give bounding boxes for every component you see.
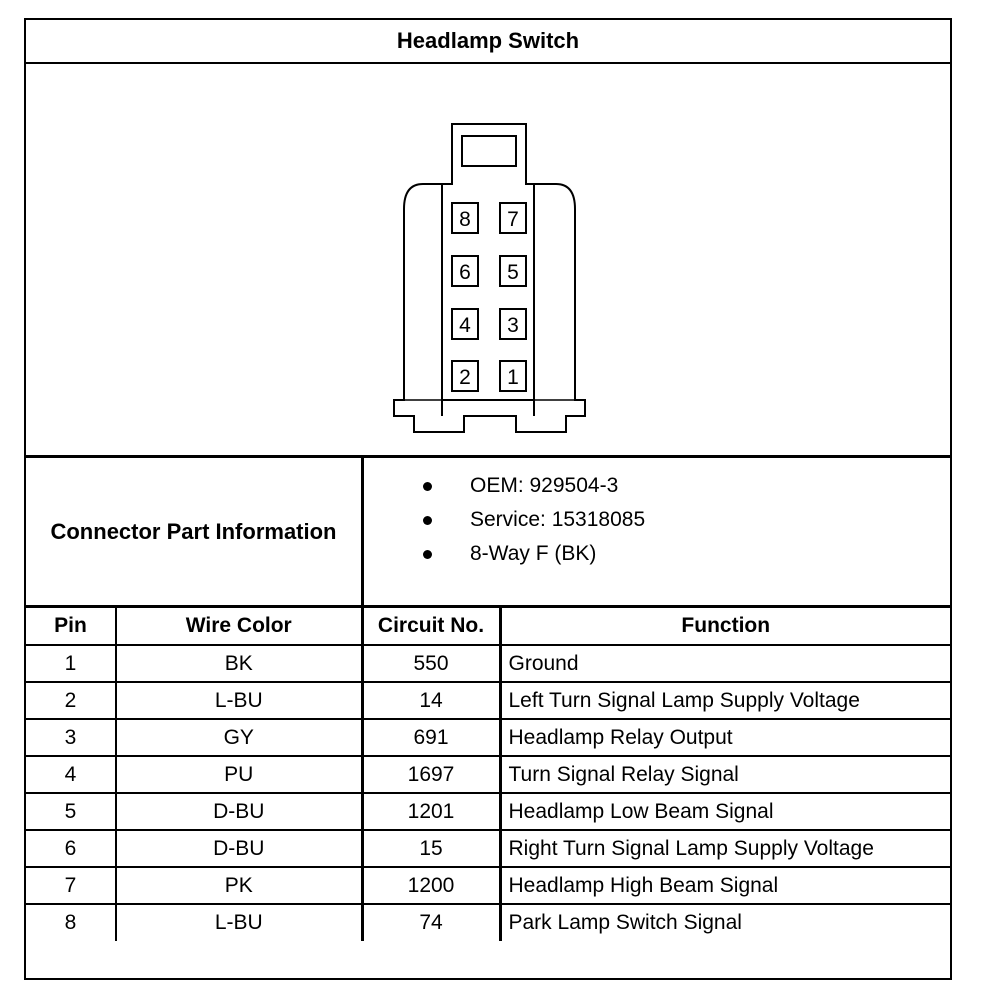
cell-wire-color: L-BU <box>115 681 364 720</box>
header-circuit-no: Circuit No. <box>361 608 502 646</box>
cell-pin: 3 <box>26 718 117 757</box>
part-info-list: OEM: 929504-3 Service: 15318085 8-Way F … <box>364 458 950 605</box>
cell-pin: 2 <box>26 681 117 720</box>
table-row: 5 D-BU 1201 Headlamp Low Beam Signal <box>26 792 950 831</box>
pin-cavity-7: 7 <box>499 202 527 234</box>
cell-circuit-no: 691 <box>361 718 502 757</box>
cell-function: Turn Signal Relay Signal <box>499 755 950 794</box>
table-row: 8 L-BU 74 Park Lamp Switch Signal <box>26 903 950 941</box>
pin-cavity-6: 6 <box>451 255 479 287</box>
svg-text:2: 2 <box>459 366 471 389</box>
cell-pin: 7 <box>26 866 117 905</box>
connector-diagram-area: 8 7 6 5 4 3 2 <box>26 64 950 458</box>
cell-circuit-no: 14 <box>361 681 502 720</box>
table-row: 3 GY 691 Headlamp Relay Output <box>26 718 950 757</box>
svg-text:7: 7 <box>507 208 519 231</box>
table-row: 6 D-BU 15 Right Turn Signal Lamp Supply … <box>26 829 950 868</box>
part-info-item: OEM: 929504-3 <box>364 469 950 503</box>
header-function: Function <box>499 608 950 646</box>
latch-window <box>461 135 517 167</box>
cell-circuit-no: 15 <box>361 829 502 868</box>
part-info-item: 8-Way F (BK) <box>364 537 950 571</box>
pin-cavity-2: 2 <box>451 360 479 392</box>
cell-function: Headlamp Low Beam Signal <box>499 792 950 831</box>
cell-circuit-no: 1200 <box>361 866 502 905</box>
connector-diagram: 8 7 6 5 4 3 2 <box>393 123 586 433</box>
bullet-icon <box>423 550 432 559</box>
pin-cavity-3: 3 <box>499 308 527 340</box>
svg-text:6: 6 <box>459 261 471 284</box>
sheet-title: Headlamp Switch <box>26 20 950 64</box>
connector-body-outline <box>393 123 586 433</box>
cell-function: Park Lamp Switch Signal <box>499 903 950 941</box>
table-row: 1 BK 550 Ground <box>26 644 950 683</box>
pin-cavity-1: 1 <box>499 360 527 392</box>
cell-function: Right Turn Signal Lamp Supply Voltage <box>499 829 950 868</box>
part-info-item: Service: 15318085 <box>364 503 950 537</box>
cell-function: Headlamp Relay Output <box>499 718 950 757</box>
cell-wire-color: L-BU <box>115 903 364 941</box>
cell-circuit-no: 1697 <box>361 755 502 794</box>
cell-pin: 6 <box>26 829 117 868</box>
cell-wire-color: PK <box>115 866 364 905</box>
table-row: 2 L-BU 14 Left Turn Signal Lamp Supply V… <box>26 681 950 720</box>
cell-circuit-no: 74 <box>361 903 502 941</box>
connector-sheet: Headlamp Switch 8 7 6 <box>24 18 952 980</box>
cell-pin: 4 <box>26 755 117 794</box>
cell-wire-color: D-BU <box>115 792 364 831</box>
cell-circuit-no: 1201 <box>361 792 502 831</box>
pin-cavity-5: 5 <box>499 255 527 287</box>
pin-table-header: Pin Wire Color Circuit No. Function <box>26 608 950 646</box>
cell-function: Ground <box>499 644 950 683</box>
cell-function: Left Turn Signal Lamp Supply Voltage <box>499 681 950 720</box>
pin-cavity-8: 8 <box>451 202 479 234</box>
cell-wire-color: PU <box>115 755 364 794</box>
pin-table: Pin Wire Color Circuit No. Function 1 BK… <box>26 608 950 941</box>
cell-pin: 5 <box>26 792 117 831</box>
svg-text:3: 3 <box>507 314 519 337</box>
bullet-icon <box>423 482 432 491</box>
svg-text:1: 1 <box>507 366 519 389</box>
table-row: 4 PU 1697 Turn Signal Relay Signal <box>26 755 950 794</box>
table-row: 7 PK 1200 Headlamp High Beam Signal <box>26 866 950 905</box>
cell-wire-color: BK <box>115 644 364 683</box>
svg-text:8: 8 <box>459 208 471 231</box>
bullet-icon <box>423 516 432 525</box>
svg-text:5: 5 <box>507 261 519 284</box>
header-wire-color: Wire Color <box>115 608 364 646</box>
svg-text:4: 4 <box>459 314 471 337</box>
connector-part-information: Connector Part Information OEM: 929504-3… <box>26 458 950 608</box>
part-info-label: Connector Part Information <box>26 458 364 605</box>
cell-pin: 1 <box>26 644 117 683</box>
cell-wire-color: D-BU <box>115 829 364 868</box>
cell-pin: 8 <box>26 903 117 941</box>
cell-wire-color: GY <box>115 718 364 757</box>
cell-function: Headlamp High Beam Signal <box>499 866 950 905</box>
pin-cavity-4: 4 <box>451 308 479 340</box>
header-pin: Pin <box>26 608 117 646</box>
cell-circuit-no: 550 <box>361 644 502 683</box>
